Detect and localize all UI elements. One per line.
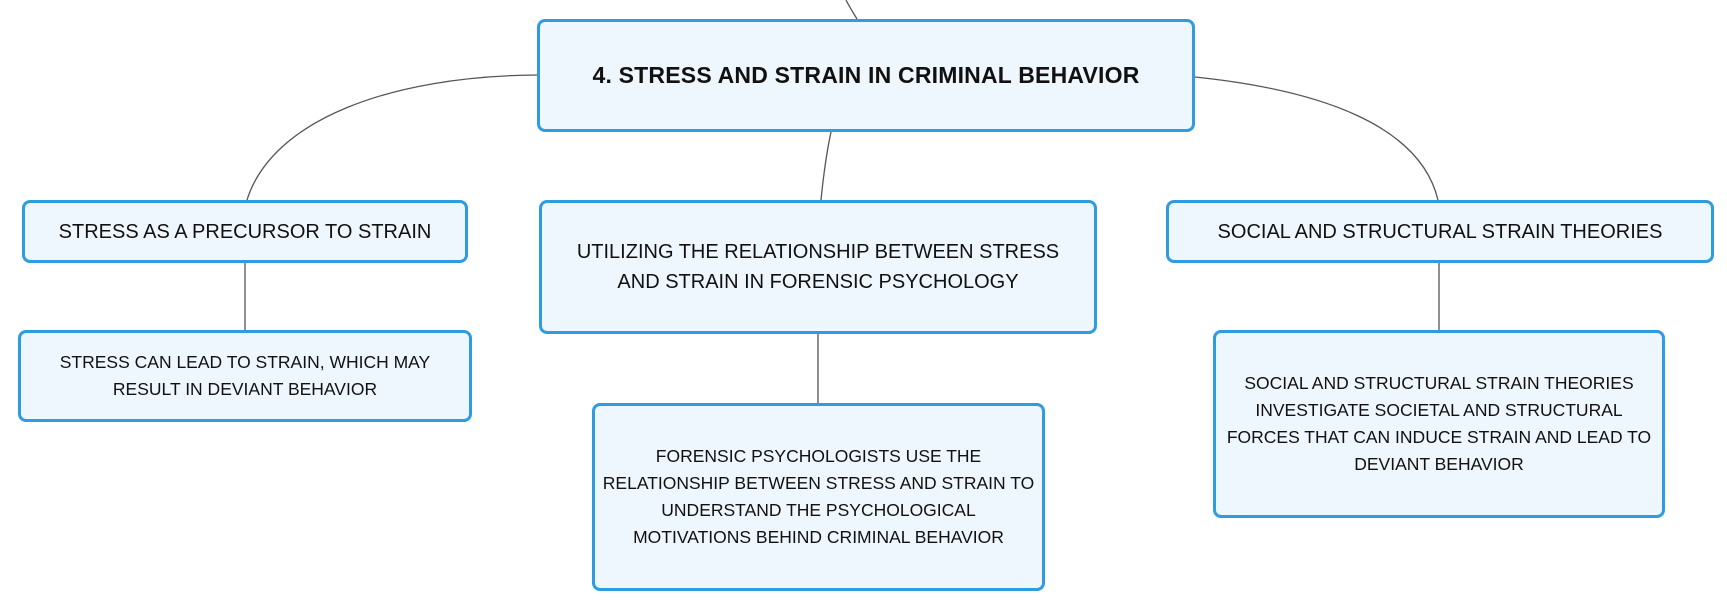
root-node[interactable]: 4. STRESS AND STRAIN IN CRIMINAL BEHAVIO… — [537, 19, 1195, 132]
branch-node-label: STRESS AS A PRECURSOR TO STRAIN — [58, 220, 432, 243]
leaf-node-text: STRESS CAN LEAD TO STRAIN, WHICH MAY RES… — [59, 352, 431, 399]
root-node-label: 4. STRESS AND STRAIN IN CRIMINAL BEHAVIO… — [592, 62, 1140, 88]
connector-root-to-left — [246, 74, 538, 201]
branch-node-label: SOCIAL AND STRUCTURAL STRAIN THEORIES — [1217, 220, 1663, 243]
leaf-node-strain-theories[interactable]: SOCIAL AND STRUCTURAL STRAIN THEORIES IN… — [1213, 330, 1665, 518]
leaf-node-text: FORENSIC PSYCHOLOGISTS USE THE RELATIONS… — [602, 446, 1035, 547]
leaf-node-text: SOCIAL AND STRUCTURAL STRAIN THEORIES IN… — [1226, 373, 1652, 474]
branch-node-label: UTILIZING THE RELATIONSHIP BETWEEN STRES… — [576, 241, 1060, 293]
connector-root-to-right — [1194, 76, 1439, 201]
leaf-node-stress-precursor[interactable]: STRESS CAN LEAD TO STRAIN, WHICH MAY RES… — [18, 330, 472, 422]
branch-node-stress-precursor[interactable]: STRESS AS A PRECURSOR TO STRAIN — [22, 200, 468, 263]
connector-root-to-middle — [820, 131, 832, 201]
branch-node-strain-theories[interactable]: SOCIAL AND STRUCTURAL STRAIN THEORIES — [1166, 200, 1714, 263]
branch-node-forensic-psychology[interactable]: UTILIZING THE RELATIONSHIP BETWEEN STRES… — [539, 200, 1097, 334]
leaf-node-forensic-psychology[interactable]: FORENSIC PSYCHOLOGISTS USE THE RELATIONS… — [592, 403, 1045, 591]
connector-parent-to-root — [845, 0, 858, 20]
